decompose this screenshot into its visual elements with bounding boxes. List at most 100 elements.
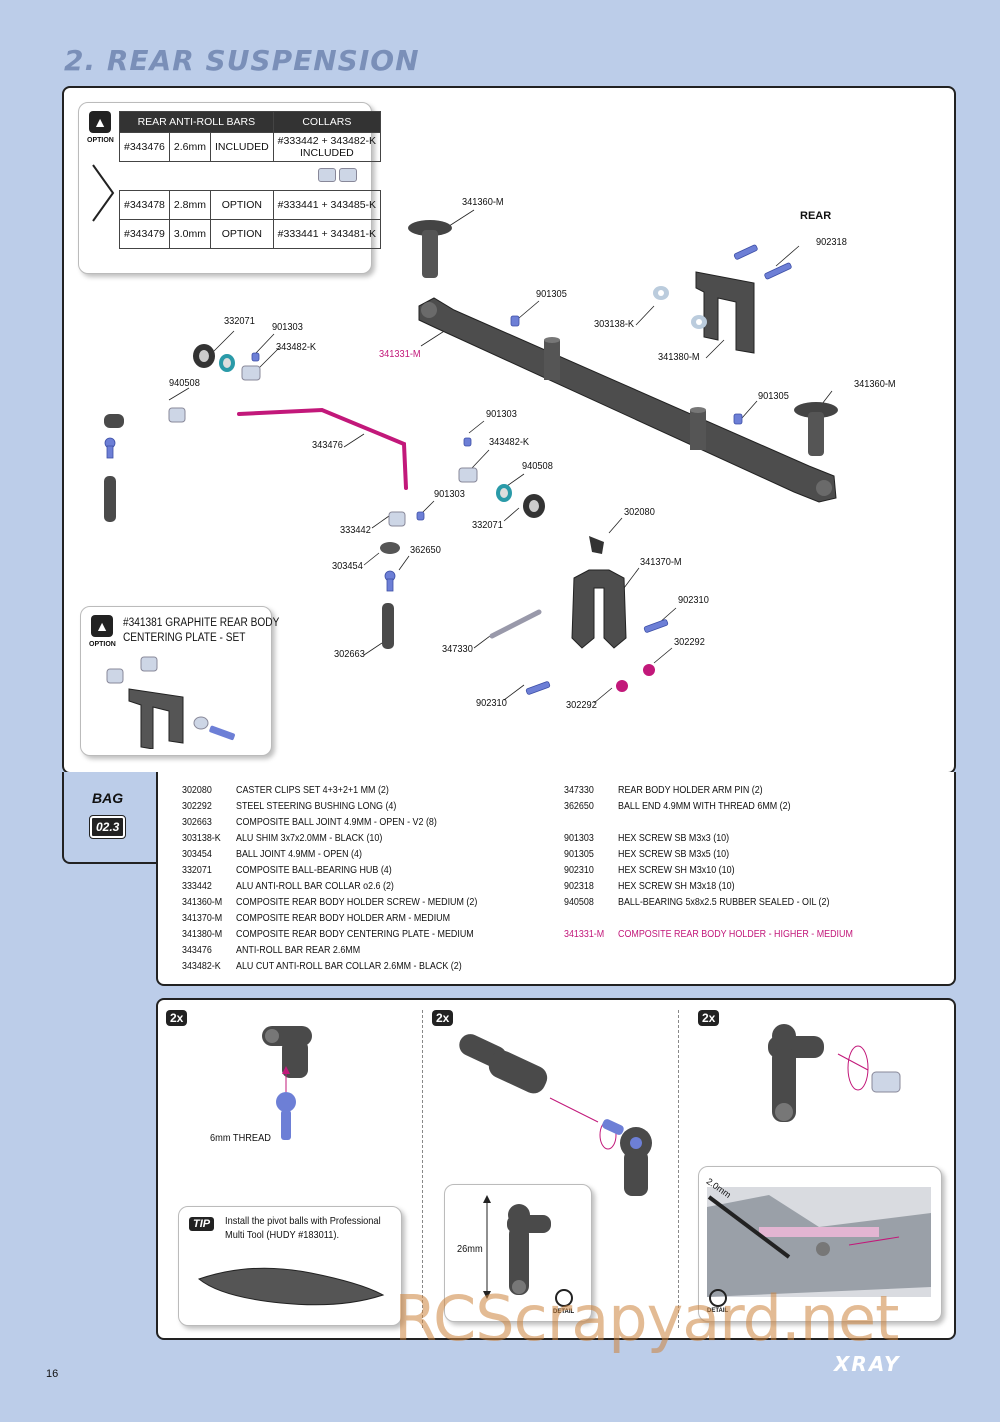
anti-roll-bar-table: REAR ANTI-ROLL BARS COLLARS #343476 2.6m…: [119, 111, 382, 249]
parts-list-panel: 302080 CASTER CLIPS SET 4+3+2+1 MM (2) 302…: [156, 772, 956, 986]
part-description: ALU ANTI-ROLL BAR COLLAR o2.6 (2): [236, 880, 394, 892]
part-code: 341360-M: [182, 896, 223, 908]
install-diagram: [707, 1187, 931, 1297]
step-illustrations: [262, 1024, 901, 1196]
part-description: BALL END 4.9MM WITH THREAD 6MM (2): [618, 800, 791, 812]
callout-label: 333442: [340, 524, 371, 536]
callout-label: 343482-K: [489, 436, 530, 448]
callout-label: 302080: [624, 506, 655, 518]
part-description: ALU SHIM 3x7x2.0MM - BLACK (10): [236, 832, 383, 844]
page-number: 16: [46, 1368, 59, 1380]
part-code: 302292: [182, 800, 212, 812]
callout-label: 303138-K: [594, 318, 635, 330]
callout-label: 940508: [522, 460, 553, 472]
tip-box: TIP Install the pivot balls with Profess…: [178, 1206, 402, 1326]
callout-label: 362650: [410, 544, 441, 556]
table-row: #343476 2.6mm INCLUDED #333442 + 343482-…: [119, 132, 382, 162]
bracket-icon: [92, 164, 115, 222]
callout-label: 901303: [434, 488, 465, 500]
magnifier-icon: [555, 1289, 573, 1307]
multi-tool-icon: [197, 1267, 385, 1306]
rear-direction-label: REAR: [800, 210, 832, 222]
detail-label: DETAIL: [707, 1308, 729, 1314]
exploded-diagram-panel: ▲ OPTION REAR ANTI-ROLL BARS COLLARS #34…: [62, 86, 956, 774]
bag-number-badge: 02.3: [88, 815, 127, 839]
part-code: 332071: [182, 864, 212, 876]
part-description: HEX SCREW SB M3x5 (10): [618, 848, 730, 860]
callout-label: 343476: [312, 439, 343, 451]
thumbs-up-icon: ▲: [91, 615, 113, 637]
anti-roll-bar-option-box: ▲ OPTION REAR ANTI-ROLL BARS COLLARS #34…: [78, 102, 382, 274]
part-description: COMPOSITE REAR BODY CENTERING PLATE - ME…: [236, 928, 474, 940]
callout-label: 902318: [816, 236, 847, 248]
part-description: COMPOSITE REAR BODY HOLDER ARM - MEDIUM: [236, 912, 451, 924]
step2-quantity: 2x: [432, 1010, 454, 1026]
detail-label: DETAIL: [553, 1309, 575, 1315]
part-description: STEEL STEERING BUSHING LONG (4): [236, 800, 397, 812]
callout-label: 940508: [169, 377, 200, 389]
col-bars-header: REAR ANTI-ROLL BARS: [119, 111, 274, 133]
part-description: COMPOSITE BALL JOINT 4.9MM - OPEN - V2 (…: [236, 816, 437, 828]
part-code: 362650: [564, 800, 594, 812]
callout-label: 341360-M: [854, 378, 896, 390]
part-code: 347330: [564, 784, 594, 796]
exploded-diagram: [104, 209, 838, 704]
page-title: 2. REAR SUSPENSION: [64, 44, 420, 77]
centering-plate-option-box: ▲ OPTION #341381 GRAPHITE REAR BODY CENT…: [80, 606, 279, 756]
callout-label: 901303: [272, 321, 303, 333]
collar-icon: [317, 167, 336, 182]
part-code: 343476: [182, 944, 212, 956]
callout-label: 303454: [332, 560, 363, 572]
brand-logo: XRAY: [834, 1352, 901, 1376]
dimension-label: 26mm: [457, 1243, 483, 1255]
part-description: COMPOSITE BALL-BEARING HUB (4): [236, 864, 392, 876]
thread-label: 6mm THREAD: [210, 1132, 271, 1144]
part-description: ANTI-ROLL BAR REAR 2.6MM: [236, 944, 361, 956]
watermark: RCScrapyard.net: [394, 1282, 899, 1355]
callout-label: 901305: [758, 390, 789, 402]
callout-label: 302292: [674, 636, 705, 648]
part-description: COMPOSITE REAR BODY HOLDER SCREW - MEDIU…: [236, 896, 478, 908]
tip-badge: TIP: [189, 1217, 215, 1231]
step3-quantity: 2x: [698, 1010, 720, 1026]
option-label: OPTION: [87, 137, 114, 144]
part-code: 341380-M: [182, 928, 223, 940]
centering-plate-image: [106, 656, 235, 749]
part-code: 302080: [182, 784, 212, 796]
callout-label-highlight: 341331-M: [379, 348, 421, 360]
part-code: 333442: [182, 880, 212, 892]
part-description: HEX SCREW SB M3x3 (10): [618, 832, 730, 844]
callout-label: 332071: [224, 315, 255, 327]
callout-label: 902310: [476, 697, 507, 709]
col-collars-header: COLLARS: [272, 111, 382, 133]
part-code: 303138-K: [182, 832, 221, 844]
detail-box-tool: 2.0mm DETAIL: [698, 1166, 942, 1322]
part-code: 901305: [564, 848, 594, 860]
part-code: 940508: [564, 896, 594, 908]
part-code: 902318: [564, 880, 594, 892]
callout-label: 343482-K: [276, 341, 317, 353]
collar-image-row: [119, 161, 381, 191]
callout-label: 341380-M: [658, 351, 700, 363]
table-row: #343478 2.8mm OPTION #333441 + 343485-K: [119, 190, 382, 220]
part-code: 901303: [564, 832, 594, 844]
part-description: ALU CUT ANTI-ROLL BAR COLLAR 2.6MM - BLA…: [236, 960, 462, 972]
callout-label: 341360-M: [462, 196, 504, 208]
part-description: HEX SCREW SH M3x18 (10): [618, 880, 735, 892]
part-description: COMPOSITE REAR BODY HOLDER - HIGHER - ME…: [618, 928, 853, 940]
callout-label: 302663: [334, 648, 365, 660]
collar-icon: [338, 167, 357, 182]
part-description: BALL JOINT 4.9MM - OPEN (4): [236, 848, 362, 860]
part-code: 343482-K: [182, 960, 221, 972]
part-description: CASTER CLIPS SET 4+3+2+1 MM (2): [236, 784, 389, 796]
callout-label: 332071: [472, 519, 503, 531]
callout-label: 302292: [566, 699, 597, 711]
part-code: 902310: [564, 864, 594, 876]
callout-label: 341370-M: [640, 556, 682, 568]
part-code: 302663: [182, 816, 212, 828]
callout-label: 901303: [486, 408, 517, 420]
callout-label: 347330: [442, 643, 473, 655]
part-code: 341370-M: [182, 912, 223, 924]
assembly-steps-panel: 2x 2x 2x 6mm THREAD TIP Install the pivo…: [156, 998, 956, 1340]
callout-label: 902310: [678, 594, 709, 606]
